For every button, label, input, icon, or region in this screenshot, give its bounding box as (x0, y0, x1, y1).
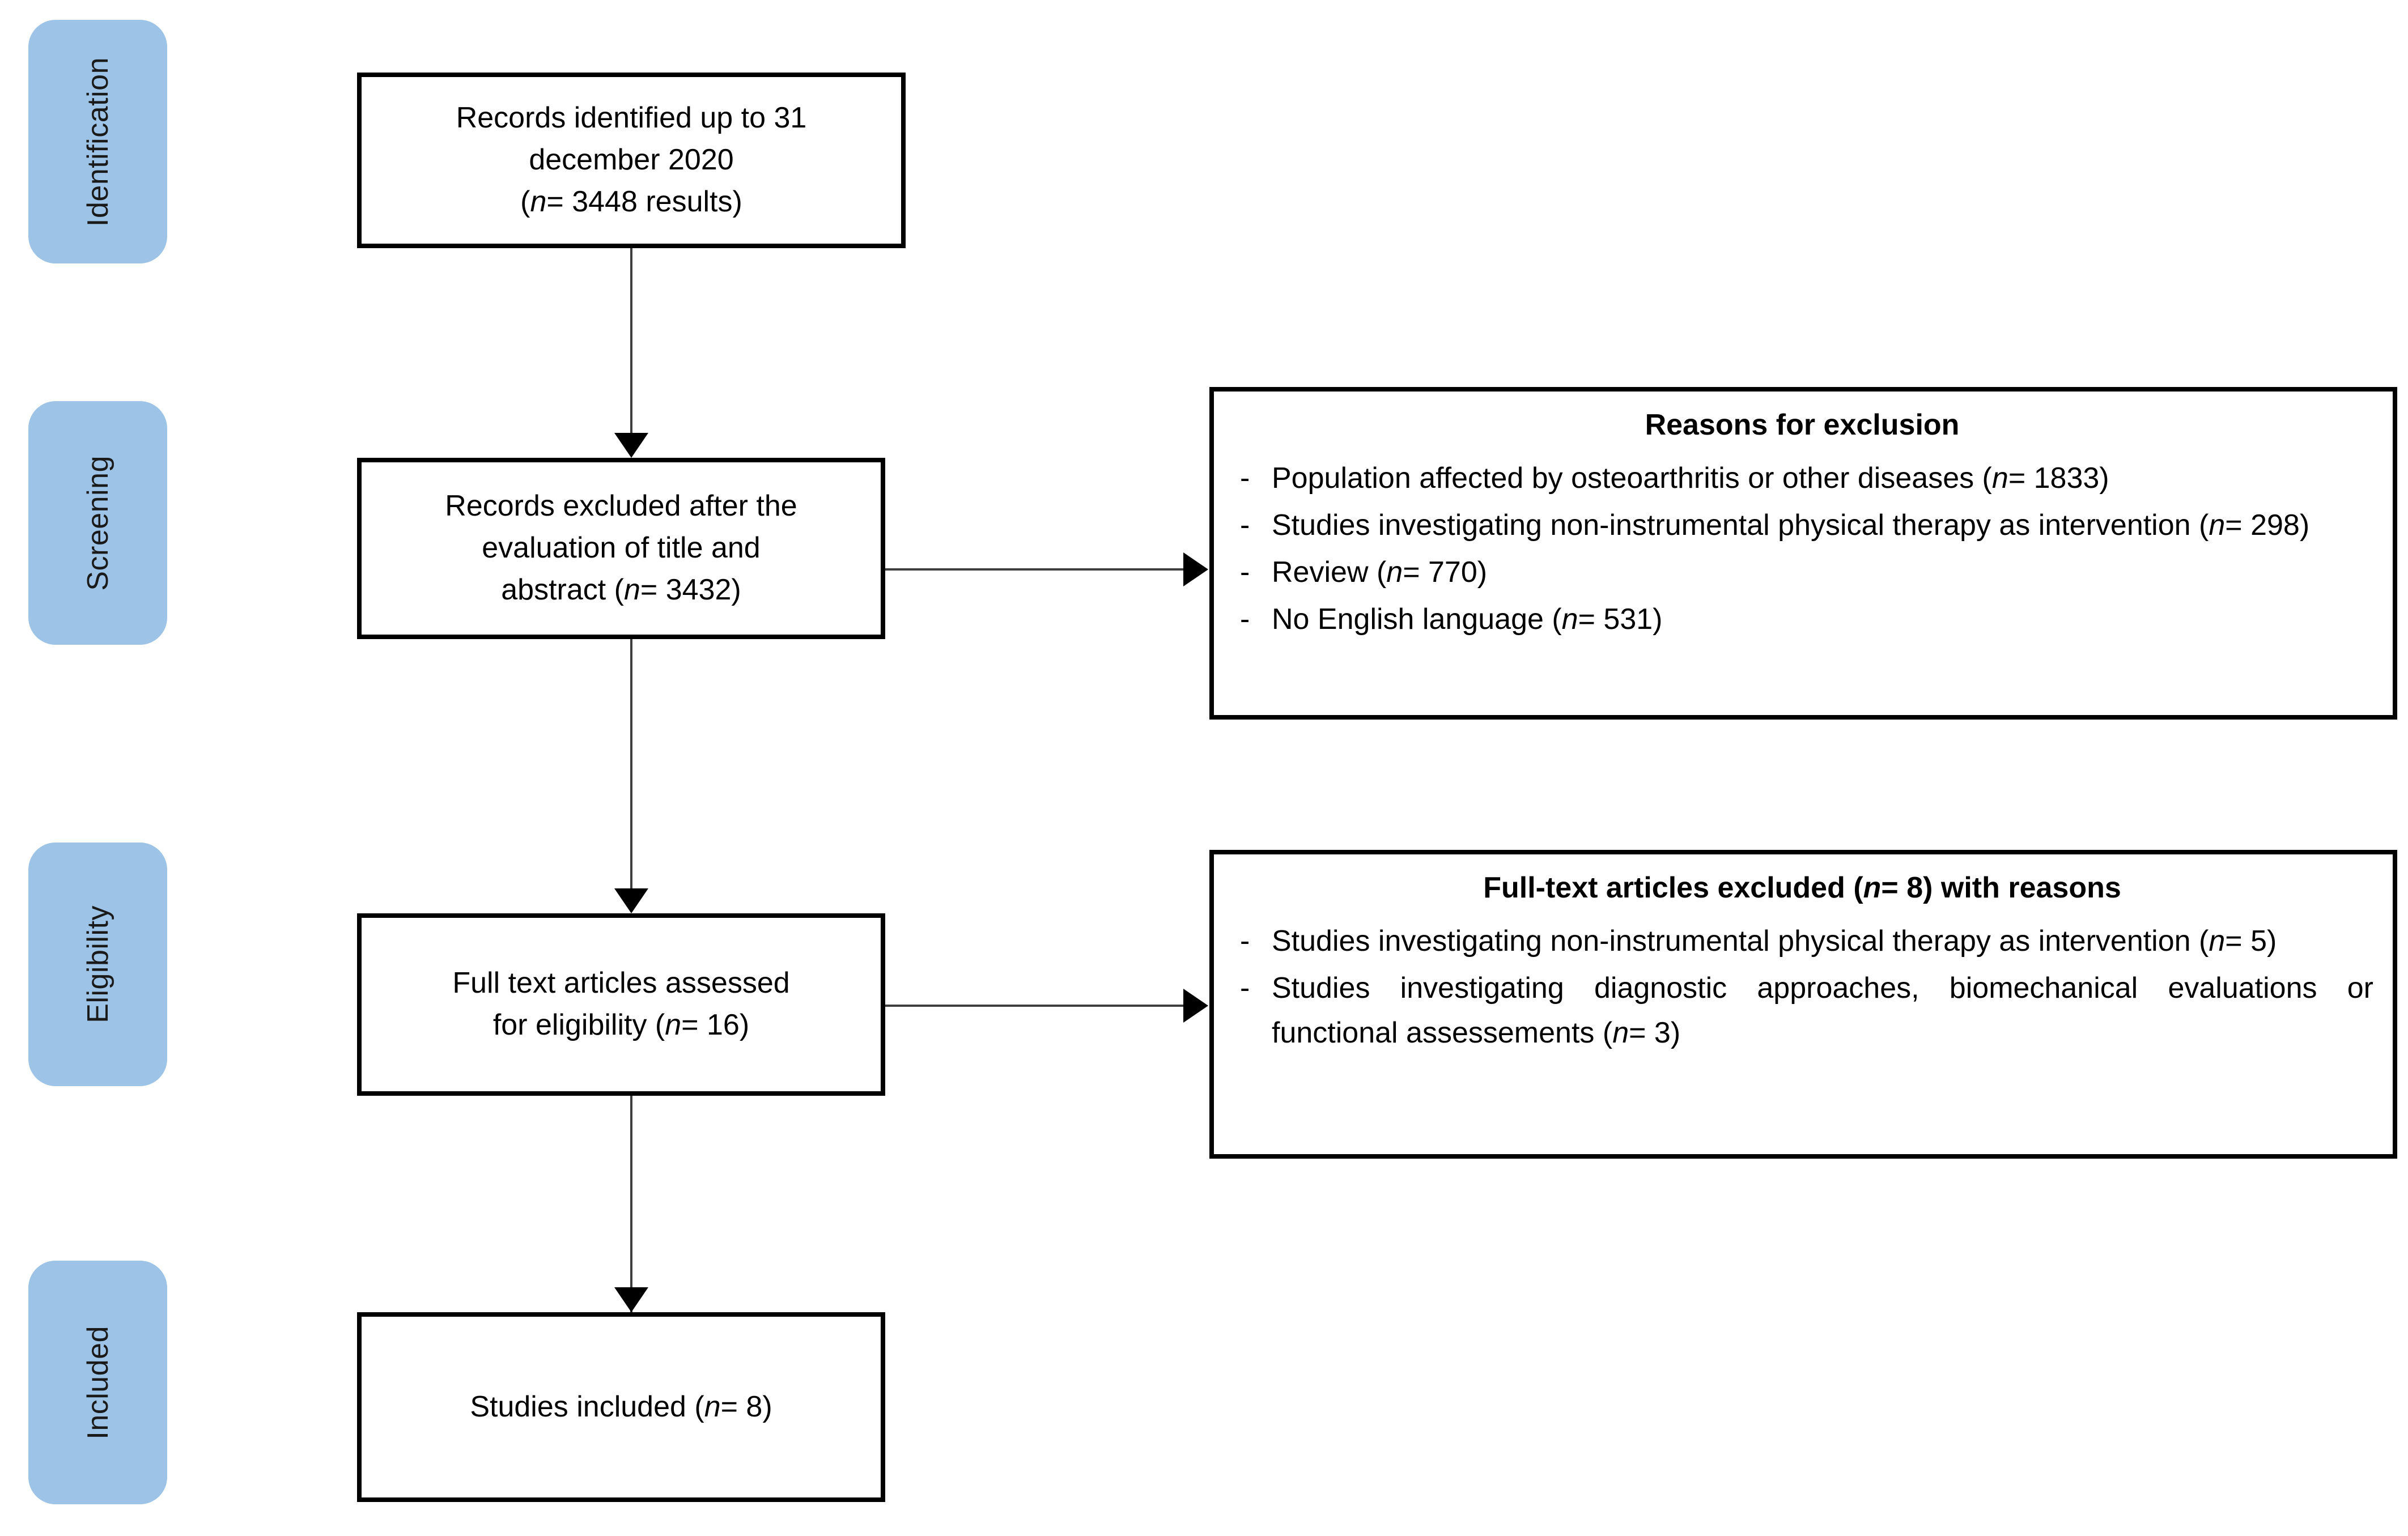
records-identified-line2: december 2020 (529, 143, 734, 177)
stage-pill-included: Included (28, 1261, 167, 1504)
box-full-text-assessed: Full text articles assessed for eligibil… (357, 913, 885, 1096)
reason-item-text: Studies investigating non-instrumental p… (1272, 503, 2373, 548)
reason-item-text: Studies investigating diagnostic approac… (1272, 966, 2373, 1056)
box-records-identified: Records identified up to 31 december 202… (357, 73, 906, 248)
records-identified-line3-suffix: = 3448 results) (546, 185, 742, 218)
box-reasons-for-exclusion: Reasons for exclusion - Population affec… (1209, 387, 2397, 720)
box-studies-included-text: Studies included (n= 8) (470, 1386, 772, 1428)
bullet-dash-icon: - (1240, 602, 1250, 636)
arrowhead-assessed-to-fulltext-excluded (1183, 989, 1208, 1023)
reason-item: - Studies investigating diagnostic appro… (1231, 966, 2373, 1056)
reason-item-text: No English language (n= 531) (1272, 597, 2373, 642)
studies-included-n-italic: n (704, 1390, 721, 1423)
records-excluded-line2: evaluation of title and (482, 531, 761, 565)
full-text-excluded-title: Full-text articles excluded (n= 8) with … (1231, 869, 2373, 908)
reason-text-before: Population affected by osteoarthritis or… (1272, 461, 1992, 495)
reason-item-text: Review (n= 770) (1272, 550, 2373, 595)
records-excluded-line3-prefix: abstract ( (501, 573, 624, 606)
full-text-excluded-n-italic: n (1863, 871, 1882, 904)
reason-item: - Population affected by osteoarthritis … (1231, 456, 2373, 501)
reason-text-before: Review ( (1272, 555, 1387, 589)
bullet-dash-icon: - (1240, 924, 1250, 958)
reason-text-before: Studies investigating non-instrumental p… (1272, 924, 2209, 958)
box-full-text-assessed-text: Full text articles assessed for eligibil… (452, 963, 789, 1046)
full-text-assessed-line1: Full text articles assessed (452, 967, 790, 1000)
studies-included-suffix: = 8) (720, 1390, 772, 1423)
reason-text-after: = 1833) (2008, 461, 2109, 495)
stage-pill-eligibility: Eligibility (28, 843, 167, 1086)
reason-text-before: Studies investigating diagnostic approac… (1272, 971, 2373, 1049)
bullet-dash-icon: - (1240, 555, 1250, 589)
connector-excluded-to-reasons (885, 568, 1184, 571)
stage-label-eligibility: Eligibility (81, 905, 114, 1023)
records-excluded-line1: Records excluded after the (445, 490, 797, 523)
reason-text-before: Studies investigating non-instrumental p… (1272, 508, 2209, 542)
stage-label-screening: Screening (81, 455, 114, 591)
arrowhead-excluded-to-reasons (1183, 552, 1208, 586)
box-studies-included: Studies included (n= 8) (357, 1312, 885, 1502)
reason-n-italic: n (2209, 924, 2226, 958)
bullet-dash-icon: - (1240, 508, 1250, 542)
reason-item: - Studies investigating non-instrumental… (1231, 503, 2373, 548)
reason-item: - No English language (n= 531) (1231, 597, 2373, 642)
full-text-assessed-line2-prefix: for eligibility ( (492, 1009, 665, 1041)
records-identified-n-italic: n (530, 185, 547, 218)
reason-n-italic: n (2209, 508, 2226, 542)
full-text-assessed-n-italic: n (665, 1009, 682, 1041)
records-excluded-n-italic: n (624, 573, 640, 606)
reason-item: - Review (n= 770) (1231, 550, 2373, 595)
reason-text-after: = 5) (2225, 924, 2277, 958)
box-records-excluded: Records excluded after the evaluation of… (357, 458, 885, 639)
stage-label-included: Included (81, 1325, 114, 1440)
reason-item: - Studies investigating non-instrumental… (1231, 919, 2373, 964)
arrowhead-excluded-to-assessed (614, 888, 648, 913)
records-identified-line1: Records identified up to 31 (456, 101, 807, 135)
records-excluded-line3-suffix: = 3432) (640, 573, 741, 606)
reason-text-after: = 298) (2225, 508, 2310, 542)
studies-included-prefix: Studies included ( (470, 1390, 704, 1423)
reason-text-after: = 770) (1403, 555, 1488, 589)
stage-label-identification: Identification (81, 57, 114, 227)
connector-assessed-to-fulltext-excluded (885, 1005, 1184, 1007)
full-text-assessed-line2-suffix: = 16) (681, 1009, 750, 1041)
full-text-excluded-title-after: = 8) with reasons (1881, 871, 2121, 904)
reason-item-text: Studies investigating non-instrumental p… (1272, 919, 2373, 964)
bullet-dash-icon: - (1240, 461, 1250, 495)
connector-identified-to-excluded (630, 248, 632, 435)
reason-n-italic: n (1386, 555, 1403, 589)
box-records-identified-text: Records identified up to 31 december 202… (456, 97, 807, 223)
reasons-for-exclusion-list: - Population affected by osteoarthritis … (1231, 456, 2373, 642)
reason-text-before: No English language ( (1272, 602, 1562, 636)
connector-assessed-to-included (630, 1096, 632, 1313)
reason-n-italic: n (1561, 602, 1578, 636)
connector-excluded-to-assessed (630, 639, 632, 891)
full-text-excluded-title-before: Full-text articles excluded ( (1483, 871, 1863, 904)
arrowhead-identified-to-excluded (614, 433, 648, 458)
reasons-for-exclusion-title: Reasons for exclusion (1645, 409, 1960, 441)
reason-text-after: = 531) (1578, 602, 1663, 636)
arrowhead-assessed-to-included (614, 1287, 648, 1312)
stage-pill-identification: Identification (28, 20, 167, 263)
reason-item-text: Population affected by osteoarthritis or… (1272, 456, 2373, 501)
box-full-text-excluded: Full-text articles excluded (n= 8) with … (1209, 850, 2397, 1159)
reason-n-italic: n (1991, 461, 2008, 495)
reason-n-italic: n (1612, 1016, 1629, 1049)
records-identified-line3-prefix: ( (520, 185, 530, 218)
stage-pill-screening: Screening (28, 401, 167, 645)
box-records-excluded-text: Records excluded after the evaluation of… (445, 486, 797, 611)
reason-text-after: = 3) (1629, 1016, 1681, 1049)
bullet-dash-icon: - (1240, 971, 1250, 1005)
full-text-excluded-list: - Studies investigating non-instrumental… (1231, 919, 2373, 1056)
